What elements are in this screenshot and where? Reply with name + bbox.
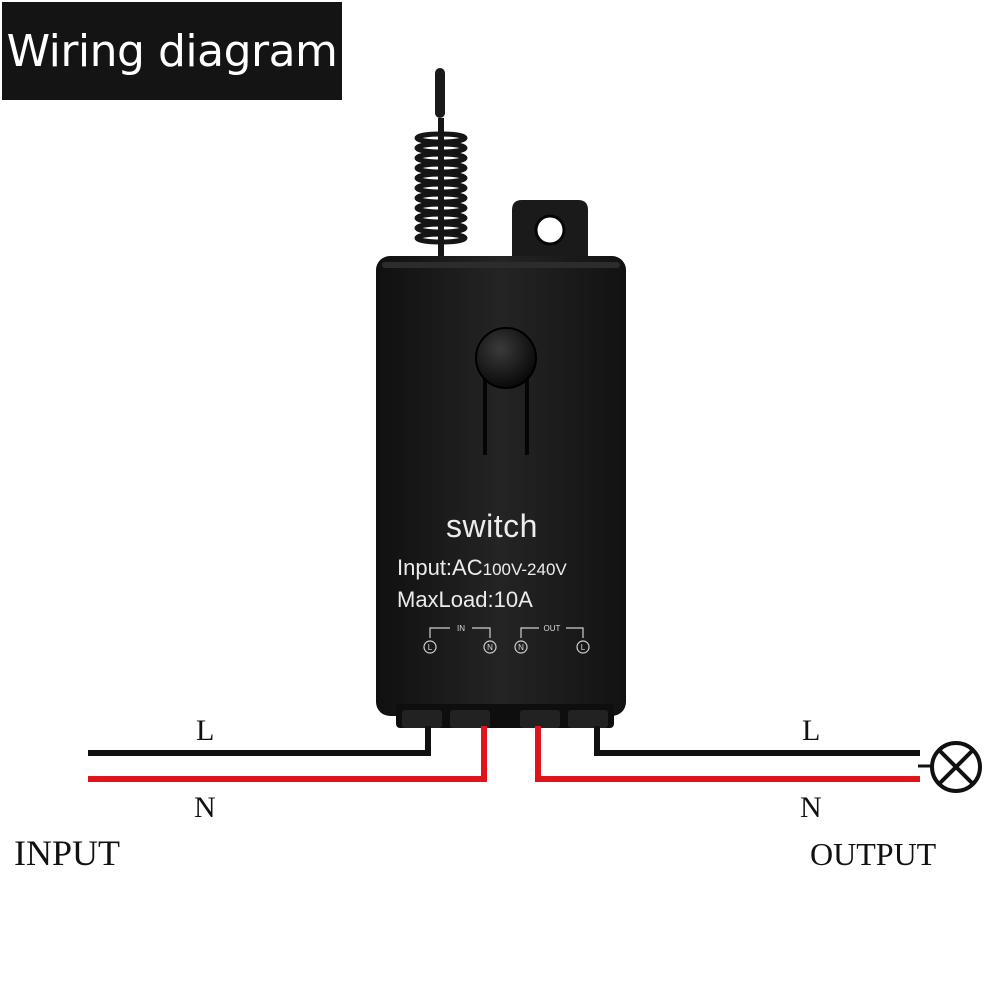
diagram-title: Wiring diagram (2, 2, 342, 100)
device-input-spec: Input:AC100V-240V (397, 555, 567, 581)
terminal-group-in: IN (457, 624, 465, 633)
device-max-load: MaxLoad:10A (397, 587, 533, 612)
pairing-button-icon (475, 327, 537, 455)
output-neutral-label: N (800, 791, 822, 824)
antenna-coil-icon (414, 68, 468, 262)
input-neutral-wire (88, 726, 487, 782)
lamp-icon (918, 741, 982, 793)
connector-block (396, 704, 614, 728)
terminal-1: L (428, 643, 433, 652)
input-live-label: L (196, 714, 215, 747)
input-section-label: INPUT (14, 833, 120, 873)
terminal-markings: IN OUT L N N L (423, 624, 590, 654)
output-live-label: L (802, 714, 821, 747)
input-live-wire (88, 726, 431, 756)
output-neutral-wire (535, 726, 920, 782)
input-prefix: Input:AC (397, 555, 483, 580)
terminal-2: N (487, 643, 493, 652)
terminal-4: L (581, 643, 586, 652)
output-live-wire (594, 726, 920, 756)
output-section-label: OUTPUT (810, 836, 937, 872)
terminal-group-out: OUT (544, 624, 561, 633)
terminal-3: N (518, 643, 524, 652)
device-name: switch (446, 508, 538, 544)
input-rating: 100V-240V (482, 560, 567, 579)
input-neutral-label: N (194, 791, 216, 824)
mounting-tab-icon (512, 200, 588, 262)
switch-body (376, 256, 626, 716)
